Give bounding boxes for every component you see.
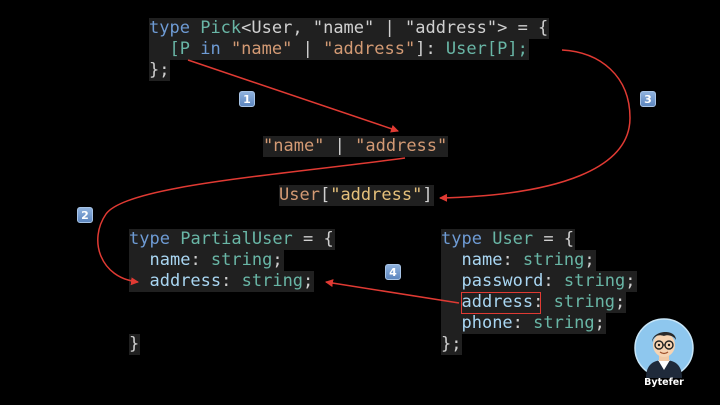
property-name: address	[149, 271, 222, 291]
code-line: type Pick<User, "name" | "address"> = {	[149, 18, 550, 39]
string-literal: "address"	[323, 39, 416, 59]
type-name: string	[241, 271, 304, 291]
code-line: User["address"]	[279, 185, 434, 206]
property-name: phone	[461, 313, 513, 333]
punctuation: :	[543, 271, 564, 291]
punctuation: = {	[533, 229, 575, 249]
code-line: }	[129, 334, 141, 355]
punctuation: = {	[292, 229, 334, 249]
type-name: Pick	[200, 18, 242, 38]
type-name: string	[563, 271, 626, 291]
punctuation: |	[374, 18, 405, 38]
string-literal: "address"	[404, 18, 498, 38]
arrow-step-2	[97, 157, 406, 286]
punctuation: |	[292, 39, 324, 59]
avatar-icon	[634, 318, 694, 378]
punctuation: ;	[303, 271, 314, 291]
punctuation: };	[441, 334, 462, 354]
code-line: name: string;	[129, 250, 284, 271]
code-line: password: string;	[441, 271, 637, 292]
step-badge-4: 4	[385, 264, 401, 280]
string-literal: "name"	[312, 18, 375, 38]
punctuation: ,	[292, 18, 313, 38]
punctuation: }	[129, 334, 140, 354]
punctuation: ]:	[415, 39, 446, 59]
type-name: string	[553, 292, 616, 312]
punctuation: :	[502, 250, 523, 270]
punctuation: > = {	[497, 18, 549, 38]
keyword: in	[189, 39, 231, 59]
address-highlight-box	[461, 292, 541, 314]
punctuation: :	[221, 271, 242, 291]
keyword: type	[149, 18, 190, 38]
partial-user-declaration: type PartialUser = { name: string; addre…	[129, 229, 335, 355]
string-literal: "address"	[330, 185, 423, 205]
punctuation: };	[149, 60, 170, 80]
code-line: name: string;	[441, 250, 596, 271]
code-line: };	[441, 334, 463, 355]
brand-label: Bytefer	[644, 377, 684, 388]
punctuation: :	[533, 292, 554, 312]
type-name: User	[279, 185, 320, 205]
punctuation: :	[512, 313, 534, 333]
keyword: type	[129, 229, 170, 249]
type-name: User	[445, 39, 487, 59]
code-line: type PartialUser = {	[129, 229, 335, 250]
type-name: PartialUser	[180, 229, 293, 249]
code-line: type User = {	[441, 229, 576, 250]
indexed-access: [P];	[486, 39, 528, 59]
bracket: ]	[422, 185, 433, 205]
string-literal: "address"	[355, 136, 448, 156]
code-line: "name" | "address"	[263, 136, 449, 157]
bracket: [	[319, 185, 331, 205]
type-name: string	[210, 250, 273, 270]
property-name: name	[149, 250, 191, 270]
string-literal: "name"	[230, 39, 293, 59]
type-name: string	[533, 313, 595, 333]
step-badge-2: 2	[77, 207, 93, 223]
punctuation: ;	[615, 292, 626, 312]
type-name: string	[522, 250, 585, 270]
punctuation: :	[190, 250, 211, 270]
code-line: [P in "name" | "address"]: User[P];	[149, 39, 529, 60]
punctuation: |	[324, 136, 356, 156]
indexed-access-text: User["address"]	[279, 185, 434, 206]
punctuation: ;	[272, 250, 283, 270]
punctuation: ;	[584, 250, 595, 270]
keyword: type	[441, 229, 482, 249]
code-line: };	[149, 60, 171, 81]
code-line: address: string;	[129, 271, 315, 292]
punctuation: <	[241, 18, 252, 38]
string-literal: "name"	[263, 136, 325, 156]
arrow-step-1	[187, 59, 399, 133]
code-line: address: string;	[441, 292, 627, 313]
arrow-step-4	[325, 279, 460, 304]
property-name: password	[461, 271, 544, 291]
pick-declaration: type Pick<User, "name" | "address"> = { …	[149, 18, 550, 81]
punctuation: ;	[625, 271, 636, 291]
property-name: name	[461, 250, 503, 270]
step-badge-1: 1	[239, 91, 255, 107]
bracket: [	[169, 39, 180, 59]
type-argument: User	[251, 18, 293, 38]
union-text: "name" | "address"	[263, 136, 449, 157]
punctuation: ;	[594, 313, 605, 333]
arrow-step-3	[439, 49, 631, 202]
code-line: phone: string;	[441, 313, 606, 334]
user-declaration: type User = { name: string; password: st…	[441, 229, 637, 355]
property-name: address	[461, 292, 534, 312]
type-parameter: P	[179, 39, 190, 59]
type-name: User	[492, 229, 534, 249]
step-badge-3: 3	[640, 91, 656, 107]
